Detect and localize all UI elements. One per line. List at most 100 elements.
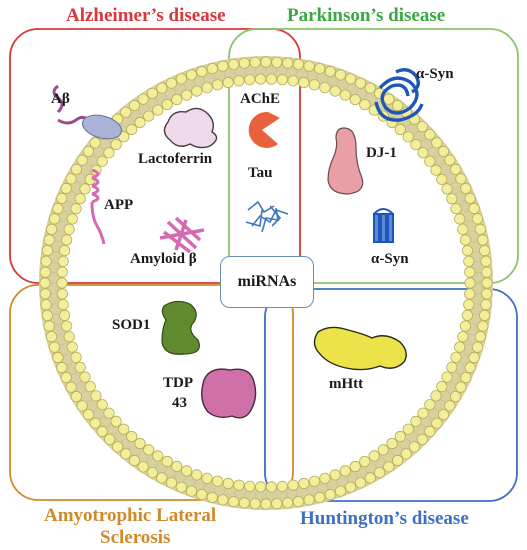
lipid-head: [110, 415, 122, 427]
lipid-tail: [469, 333, 475, 336]
mirnas-box: miRNAs: [220, 256, 314, 308]
lipid-head: [41, 245, 54, 257]
dj1-label: DJ-1: [366, 145, 397, 161]
tdp43-label-line2: 43: [172, 395, 187, 411]
lipid-head: [191, 85, 203, 97]
lipid-tail: [463, 353, 469, 356]
lipid-tail: [155, 462, 159, 468]
lipid-tail: [63, 210, 69, 213]
lipid-head: [441, 371, 453, 383]
lipid-head: [63, 331, 75, 343]
lipid-head: [480, 255, 492, 267]
tau-label: Tau: [248, 165, 273, 181]
lipid-tail: [137, 451, 142, 457]
lipid-head: [58, 245, 71, 257]
lipid-head: [41, 309, 54, 321]
lipid-head: [137, 93, 149, 105]
lipid-tail: [93, 407, 98, 412]
lipid-head: [238, 57, 250, 69]
lipid-tail: [53, 251, 59, 253]
lipid-head: [308, 79, 320, 91]
lipid-head: [416, 121, 428, 133]
lipid-head: [455, 381, 467, 393]
lipid-head: [430, 390, 442, 402]
lipid-tail: [440, 399, 446, 403]
mhtt-label: mHtt: [329, 376, 364, 392]
lipid-tail: [155, 98, 159, 104]
lipid-head: [185, 69, 198, 81]
lipid-head: [66, 341, 78, 353]
lipid-head: [152, 450, 164, 462]
lipid-head: [43, 320, 55, 332]
lipid-head: [39, 277, 51, 289]
lipid-head: [431, 417, 443, 429]
lipid-tail: [164, 467, 168, 473]
lipid-head: [212, 79, 224, 91]
lipid-tail: [463, 210, 469, 213]
lipid-head: [377, 444, 389, 456]
lipid-head: [74, 193, 86, 205]
lipid-tail: [81, 172, 87, 176]
lipid-head: [464, 192, 476, 204]
lipid-head: [276, 480, 288, 492]
lipid-head: [481, 266, 493, 278]
lipid-head: [255, 481, 267, 493]
lipid-tail: [382, 457, 386, 463]
lipid-head: [70, 390, 83, 403]
lipid-tail: [67, 362, 73, 366]
lipid-head: [287, 75, 299, 87]
lipid-head: [79, 183, 91, 195]
lipid-head: [70, 203, 82, 215]
lipid-tail: [183, 476, 187, 482]
lipid-head: [128, 454, 140, 467]
lipid-head: [89, 137, 101, 149]
lipid-head: [416, 433, 428, 445]
lipid-head: [464, 288, 476, 300]
lipid-head: [206, 491, 218, 503]
lipid-tail: [336, 80, 339, 86]
lipid-head: [212, 475, 224, 487]
sod1-label: SOD1: [112, 317, 151, 333]
alzheimers-title: Alzheimer’s disease: [66, 5, 226, 26]
lipid-tail: [99, 415, 105, 420]
lipid-head: [468, 202, 480, 215]
lipid-head: [222, 76, 234, 89]
lipid-head: [344, 481, 357, 493]
lipid-head: [128, 99, 140, 112]
lipid-head: [454, 213, 466, 225]
lipid-tail: [455, 372, 461, 376]
lipid-head: [461, 309, 473, 321]
lipid-tail: [55, 240, 61, 243]
lipid-head: [60, 371, 72, 384]
lipid-head: [260, 56, 272, 68]
lactoferrin-shape: [163, 107, 218, 149]
lipid-tail: [183, 84, 187, 90]
lipid-head: [40, 299, 52, 311]
lipid-tail: [76, 181, 82, 185]
lipid-tail: [355, 88, 359, 94]
lipid-head: [233, 479, 245, 491]
lipid-tail: [473, 251, 479, 253]
lipid-head: [76, 154, 88, 166]
lipid-head: [477, 320, 489, 332]
lipid-head: [233, 75, 245, 87]
tau-shape: [245, 200, 289, 233]
lipid-head: [265, 73, 277, 85]
lipid-head: [65, 381, 77, 393]
parkinsons-box: [228, 28, 519, 284]
lipid-tail: [286, 491, 288, 498]
lipid-head: [96, 425, 108, 437]
lipid-head: [222, 477, 234, 490]
lipid-head: [118, 131, 130, 143]
lipid-head: [120, 106, 132, 118]
lipid-head: [146, 466, 158, 479]
lipid-head: [441, 183, 453, 195]
lipid-tail: [51, 303, 58, 305]
lipid-tail: [164, 93, 168, 99]
lipid-head: [56, 288, 68, 300]
lipid-head: [175, 481, 187, 493]
lipid-head: [57, 299, 69, 311]
lipid-tail: [99, 146, 105, 151]
lipid-tail: [373, 98, 377, 104]
